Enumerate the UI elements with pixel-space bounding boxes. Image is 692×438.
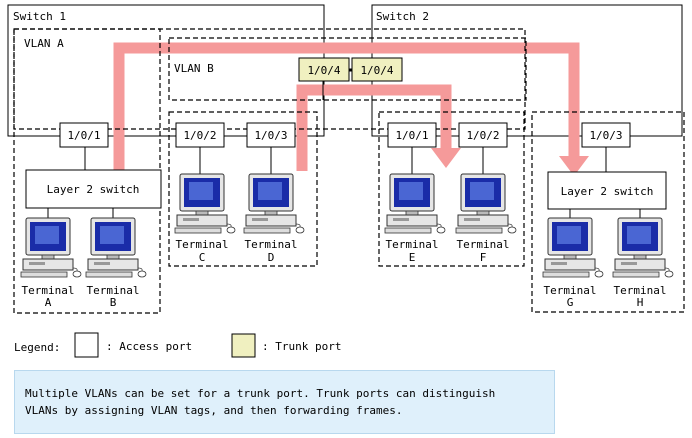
terminal-e-id: E	[409, 251, 416, 264]
vlan-b-region-left	[168, 111, 318, 267]
vlan-b-region-top	[168, 37, 527, 101]
port-label: 1/0/3	[589, 129, 622, 142]
vlan-a-region-right	[531, 111, 685, 313]
legend-access-swatch	[74, 332, 99, 358]
terminal-h-icon	[612, 217, 674, 278]
layer2-switch-right-label: Layer 2 switch	[561, 185, 654, 198]
terminal-c-id: C	[199, 251, 206, 264]
terminal-c-word: Terminal	[176, 238, 229, 251]
terminal-f-id: F	[480, 251, 487, 264]
terminal-g-word: Terminal	[544, 284, 597, 297]
terminal-d-id: D	[268, 251, 275, 264]
terminal-a-icon	[20, 217, 82, 278]
layer2-switch-left	[25, 169, 162, 209]
terminal-f-icon	[455, 173, 517, 234]
port-s2-1-0-2	[458, 122, 508, 148]
port-label: 1/0/4	[360, 64, 393, 77]
layer2-switch-right	[547, 171, 667, 210]
port-label: 1/0/1	[395, 129, 428, 142]
port-s2-1-0-4-trunk	[351, 57, 403, 82]
terminal-e-icon	[384, 173, 446, 234]
legend-trunk-label: : Trunk port	[262, 340, 341, 353]
port-s1-1-0-4-trunk	[298, 57, 350, 82]
vlan-b-label: VLAN B	[174, 62, 214, 75]
explanation-note: Multiple VLANs can be set for a trunk po…	[14, 370, 555, 434]
layer2-switch-left-label: Layer 2 switch	[47, 183, 140, 196]
terminal-e-word: Terminal	[386, 238, 439, 251]
vlan-a-flow-arrow	[113, 42, 589, 176]
legend-access-label: : Access port	[106, 340, 192, 353]
port-label: 1/0/1	[67, 129, 100, 142]
port-label: 1/0/4	[307, 64, 340, 77]
terminal-d-icon	[243, 173, 305, 234]
terminal-a-id: A	[45, 296, 52, 309]
terminal-h-word: Terminal	[614, 284, 667, 297]
note-line-1: Multiple VLANs can be set for a trunk po…	[25, 387, 496, 400]
terminal-c-icon	[174, 173, 236, 234]
switch-1-label: Switch 1	[13, 10, 66, 23]
terminal-g-id: G	[567, 296, 574, 309]
terminal-d-word: Terminal	[245, 238, 298, 251]
terminal-h-id: H	[637, 296, 644, 309]
vlan-a-label: VLAN A	[24, 37, 64, 50]
port-s1-1-0-1	[59, 122, 109, 148]
terminal-f-word: Terminal	[457, 238, 510, 251]
terminal-b-word: Terminal	[87, 284, 140, 297]
vlan-b-flow-arrow	[296, 84, 461, 171]
switch-1-box	[7, 4, 325, 137]
terminal-b-id: B	[110, 296, 117, 309]
port-s2-1-0-3	[581, 122, 631, 148]
switch-2-box	[371, 4, 683, 137]
terminal-g-icon	[542, 217, 604, 278]
port-s1-1-0-3	[246, 122, 296, 148]
switch-2-label: Switch 2	[376, 10, 429, 23]
port-s2-1-0-1	[387, 122, 437, 148]
port-s1-1-0-2	[175, 122, 225, 148]
port-label: 1/0/2	[466, 129, 499, 142]
legend-trunk-swatch	[231, 333, 256, 358]
terminal-a-word: Terminal	[22, 284, 75, 297]
vlan-b-region-right	[378, 111, 525, 267]
terminal-b-icon	[85, 217, 147, 278]
legend-title: Legend:	[14, 341, 60, 354]
note-line-2: VLANs by assigning VLAN tags, and then f…	[25, 404, 403, 417]
port-label: 1/0/3	[254, 129, 287, 142]
port-label: 1/0/2	[183, 129, 216, 142]
